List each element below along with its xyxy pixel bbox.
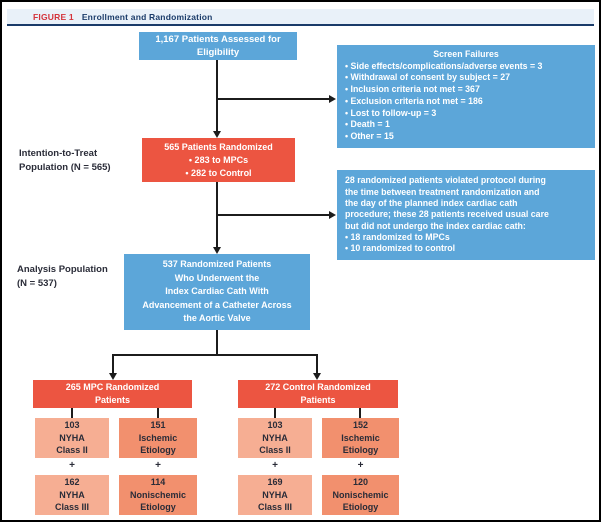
eligibility-box: 1,167 Patients Assessed for Eligibility xyxy=(139,32,297,60)
connector-line xyxy=(112,354,114,373)
connector-line xyxy=(274,408,276,418)
arrowhead-down-icon xyxy=(313,373,321,380)
mpc-ischemic-box: 151 Ischemic Etiology xyxy=(119,418,197,458)
analysis-box: 537 Randomized Patients Who Underwent th… xyxy=(124,254,310,330)
connector-line xyxy=(157,408,159,418)
screen-failures-box: Screen Failures • Side effects/complicat… xyxy=(337,45,595,148)
analysis-population-label: Analysis Population (N = 537) xyxy=(17,264,108,289)
control-nyha2-box: 103 NYHA Class II xyxy=(238,418,312,458)
connector-line xyxy=(216,60,218,131)
figure-header: FIGURE 1 Enrollment and Randomization xyxy=(7,9,594,26)
connector-line xyxy=(71,408,73,418)
arrowhead-down-icon xyxy=(109,373,117,380)
mpc-nyha3-box: 162 NYHA Class III xyxy=(35,475,109,515)
protocol-violation-box: 28 randomized patients violated protocol… xyxy=(337,170,595,260)
connector-line xyxy=(216,330,218,356)
screen-failures-items: • Side effects/complications/adverse eve… xyxy=(345,60,543,141)
control-nyha3-box: 169 NYHA Class III xyxy=(238,475,312,515)
mpc-plus-left: + xyxy=(69,460,75,471)
arrowhead-down-icon xyxy=(213,131,221,138)
control-plus-left: + xyxy=(272,460,278,471)
connector-line xyxy=(216,214,329,216)
mpc-group-box: 265 MPC Randomized Patients xyxy=(33,380,192,408)
control-group-box: 272 Control Randomized Patients xyxy=(238,380,398,408)
control-ischemic-box: 152 Ischemic Etiology xyxy=(322,418,399,458)
arrowhead-right-icon xyxy=(329,95,336,103)
control-nonischemic-box: 120 Nonischemic Etiology xyxy=(322,475,399,515)
mpc-plus-right: + xyxy=(155,460,161,471)
connector-line xyxy=(216,98,329,100)
connector-line xyxy=(316,354,318,373)
figure-title: Enrollment and Randomization xyxy=(81,11,213,22)
intention-to-treat-label: Intention-to-Treat Population (N = 565) xyxy=(19,148,111,173)
arrowhead-right-icon xyxy=(329,211,336,219)
connector-line xyxy=(112,354,318,356)
mpc-nyha2-box: 103 NYHA Class II xyxy=(35,418,109,458)
randomized-box: 565 Patients Randomized • 283 to MPCs • … xyxy=(142,138,295,182)
arrowhead-down-icon xyxy=(213,247,221,254)
connector-line xyxy=(359,408,361,418)
control-plus-right: + xyxy=(357,460,364,471)
screen-failures-title: Screen Failures xyxy=(433,49,499,59)
mpc-nonischemic-box: 114 Nonischemic Etiology xyxy=(119,475,197,515)
figure-number-label: FIGURE 1 xyxy=(33,11,74,22)
